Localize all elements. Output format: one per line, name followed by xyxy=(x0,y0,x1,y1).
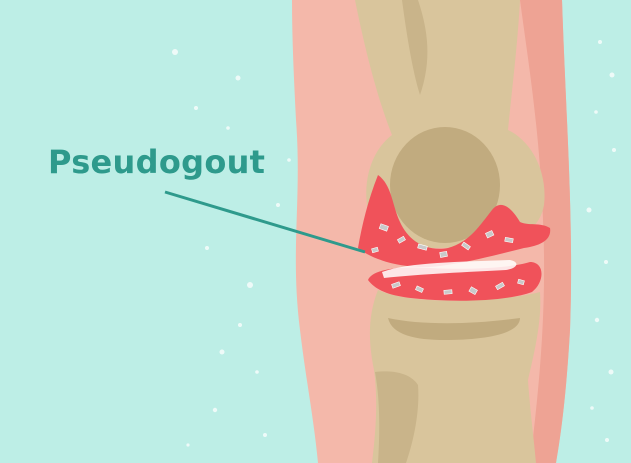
condition-label: Pseudogout xyxy=(48,143,265,181)
